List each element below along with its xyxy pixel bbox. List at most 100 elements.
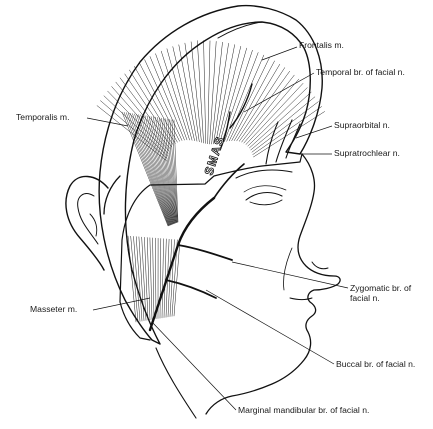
hatch-stroke (132, 113, 171, 226)
leader-frontalis (261, 46, 298, 61)
hatch-stroke (152, 116, 175, 224)
leader-supraorbital (295, 125, 333, 139)
hatch-stroke (173, 119, 179, 223)
hatch-stroke (96, 105, 168, 162)
hatch-stroke (123, 112, 169, 227)
hatch-stroke (219, 47, 247, 144)
hatch-stroke (165, 118, 177, 223)
hatch-stroke (190, 41, 202, 143)
hatch-stroke (140, 114, 172, 225)
hatch-stroke (161, 238, 164, 319)
hatch-stroke (224, 52, 259, 142)
hatch-stroke (127, 235, 137, 323)
label-buccal-branch: Buccal br. of facial n. (336, 359, 416, 369)
neck-back-line (155, 347, 197, 419)
label-supratrochlear: Supratrochlear n. (334, 148, 400, 158)
hatch-stroke (133, 236, 141, 322)
leader-marginal-mandibular (151, 321, 237, 411)
hatch-stroke (169, 239, 175, 317)
hatch-stroke (148, 115, 174, 225)
hatch-stroke (155, 237, 157, 320)
hatch-stroke (155, 53, 188, 141)
hatch-stroke (138, 114, 172, 225)
hatch-stroke (159, 238, 162, 319)
hatch-stroke (167, 239, 173, 318)
label-zygomatic-branch: Zygomatic br. of facial n. (350, 283, 412, 303)
leader-temporal-branch (243, 72, 315, 113)
smas-cut-edge (119, 153, 303, 341)
label-frontalis: Frontalis m. (299, 40, 344, 50)
nasolabial-fold (283, 247, 293, 291)
hatch-stroke (245, 83, 304, 145)
hatch-stroke (146, 237, 151, 321)
hatch-stroke (119, 77, 173, 148)
hatch-stroke (149, 237, 153, 320)
hatch-stroke (144, 115, 173, 225)
hatch-stroke (139, 62, 180, 142)
scalp-flap-outline (98, 4, 323, 345)
hatch-stroke (178, 44, 198, 142)
hatch-stroke (134, 66, 178, 143)
lower-eyelid (249, 199, 283, 206)
hatch-stroke (167, 118, 178, 223)
hatch-stroke (241, 74, 295, 143)
hatch-stroke (209, 41, 217, 145)
hatch-stroke (129, 69, 176, 144)
eyebrow (235, 169, 293, 179)
hatch-stroke (136, 113, 172, 226)
hatch-stroke (253, 111, 325, 158)
hatch-stroke (184, 42, 200, 143)
hatch-stroke (152, 237, 155, 320)
leader-buccal-branch (205, 289, 335, 365)
hatch-stroke (103, 95, 168, 157)
hatch-stroke (161, 117, 176, 224)
hatch-stroke (207, 40, 211, 145)
hatch-stroke (100, 100, 168, 159)
leader-masseter (92, 297, 151, 311)
hatch-stroke (171, 119, 178, 223)
nostril (311, 261, 329, 270)
hatch-stroke (157, 117, 176, 224)
hatch-stroke (231, 60, 275, 141)
hatch-stroke (134, 113, 171, 226)
leader-zygomatic-branch (231, 261, 349, 289)
label-temporal-branch: Temporal br. of facial n. (316, 67, 405, 77)
label-masseter: Masseter m. (30, 304, 78, 314)
hatch-stroke (142, 114, 173, 225)
hatch-stroke (160, 50, 190, 141)
label-marginal-mandibular: Marginal mandibular br. of facial n. (238, 405, 370, 415)
hatch-stroke (217, 46, 242, 144)
label-leader-lines (86, 46, 349, 411)
ear (65, 175, 109, 271)
hatch-stroke (163, 238, 167, 318)
hatch-stroke (213, 43, 229, 145)
hatch-stroke (238, 70, 290, 142)
hatch-stroke (243, 78, 300, 144)
label-supraorbital: Supraorbital n. (334, 120, 390, 130)
hatch-stroke (141, 236, 147, 321)
hatch-stroke (249, 91, 312, 149)
mouth-line (289, 297, 313, 300)
hatch-stroke (135, 236, 143, 322)
temporalis-muscle-hatching (121, 111, 179, 227)
hatch-stroke (211, 41, 223, 145)
masseter-muscle-hatching (127, 235, 181, 323)
hatch-stroke (173, 239, 181, 317)
supraorbital-supratrochlear-nerves (265, 119, 301, 165)
facial-nerve-branches (148, 83, 253, 332)
hatch-stroke (251, 101, 319, 153)
hatch-stroke (215, 44, 235, 144)
head-outline (103, 175, 121, 215)
upper-eyelid (245, 191, 283, 201)
frontalis-flap-hatching (96, 40, 325, 162)
hatch-stroke (127, 112, 170, 226)
eyelid-crease (243, 185, 287, 193)
hatch-stroke (197, 40, 204, 144)
hatch-stroke (250, 96, 316, 151)
leader-temporalis (86, 117, 129, 127)
hatch-stroke (138, 236, 145, 321)
hatch-stroke (150, 116, 174, 225)
hatch-stroke (155, 116, 175, 224)
flap-inner-edge (217, 21, 263, 39)
